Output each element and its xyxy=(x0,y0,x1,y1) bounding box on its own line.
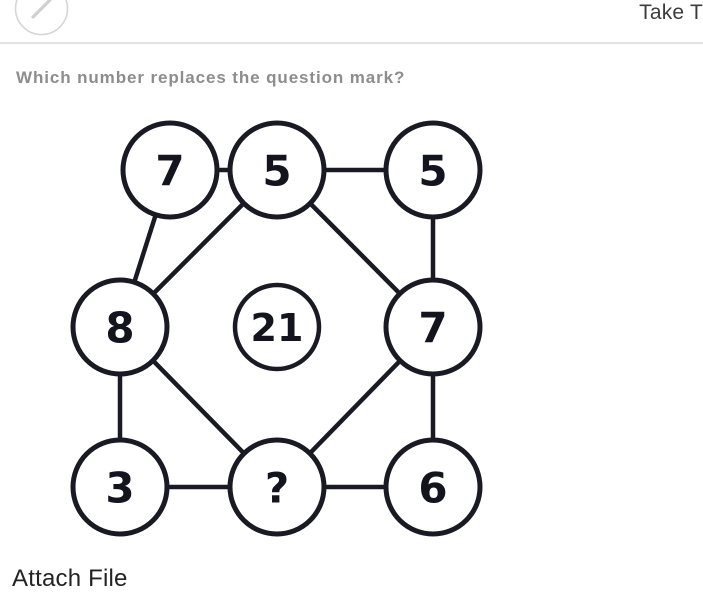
node-label-center: 21 xyxy=(251,306,304,350)
node-label-top-left: 7 xyxy=(155,147,184,196)
graph-edge-top-middle-to-middle-left xyxy=(150,200,247,297)
node-label-middle-right: 7 xyxy=(418,304,447,353)
graph-node-top-middle: 5 xyxy=(227,120,327,220)
node-layer: 7 5 5 8 21 7 3? 6 xyxy=(70,120,483,537)
question-prompt: Which number replaces the question mark? xyxy=(16,68,406,87)
node-label-bottom-middle: ? xyxy=(265,464,289,513)
graph-edge-middle-right-to-bottom-middle xyxy=(307,358,403,456)
graph-node-middle-right: 7 xyxy=(383,277,483,377)
node-label-bottom-right: 6 xyxy=(418,464,447,513)
graph-node-middle-left: 8 xyxy=(70,277,170,377)
node-label-top-right: 5 xyxy=(418,147,447,196)
graph-node-bottom-left: 3 xyxy=(70,437,170,537)
node-circle-bottom-left xyxy=(70,437,170,537)
puzzle-diagram: 7 5 5 8 21 7 3? 6 xyxy=(50,110,500,550)
top-bar: Take T xyxy=(0,0,703,43)
node-circle-bottom-middle xyxy=(227,437,327,537)
graph-edge-middle-left-to-bottom-middle xyxy=(150,358,247,456)
graph-node-center: 21 xyxy=(232,282,322,372)
attach-file-label[interactable]: Attach File xyxy=(12,565,128,592)
node-label-top-middle: 5 xyxy=(262,147,291,196)
pencil-circle-icon[interactable] xyxy=(13,0,70,37)
edge-layer xyxy=(117,167,436,490)
graph-edge-top-middle-to-middle-right xyxy=(307,201,403,296)
node-circle-center xyxy=(232,282,322,372)
take-test-label: Take T xyxy=(639,1,703,24)
node-circle-middle-right xyxy=(383,277,483,377)
graph-node-bottom-middle: ? xyxy=(227,437,327,537)
node-label-bottom-left: 3 xyxy=(105,464,134,513)
graph-node-top-left: 7 xyxy=(120,120,220,220)
graph-node-bottom-right: 6 xyxy=(383,437,483,537)
node-circle-top-middle xyxy=(227,120,327,220)
graph-edge-top-left-to-middle-left xyxy=(131,213,159,284)
node-circle-top-left xyxy=(120,120,220,220)
node-label-middle-left: 8 xyxy=(105,304,134,353)
node-circle-top-right xyxy=(383,120,483,220)
header-divider xyxy=(0,42,703,44)
puzzle-graph-svg: 7 5 5 8 21 7 3? 6 xyxy=(70,120,483,537)
graph-node-top-right: 5 xyxy=(383,120,483,220)
node-circle-bottom-right xyxy=(383,437,483,537)
node-circle-middle-left xyxy=(70,277,170,377)
